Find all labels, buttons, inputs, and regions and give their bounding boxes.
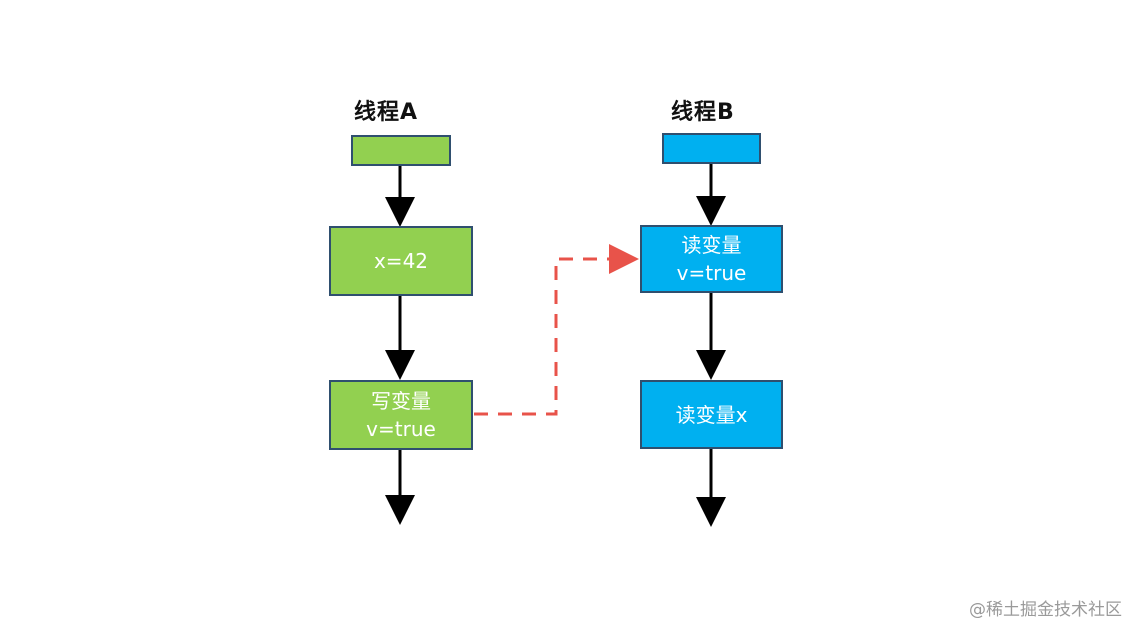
thread-b-read-v-box: 读变量 v=true [640,225,783,293]
thread-a-assign-text: x=42 [373,249,429,273]
thread-a-write-box: 写变量 v=true [329,380,473,450]
thread-a-title: 线程A [354,100,419,125]
thread-a-start-box [351,135,451,166]
thread-b-read-x-text: 读变量x [675,402,748,427]
thread-a-assign-box: x=42 [329,226,473,296]
thread-a-write-line-1: 写变量 [371,389,431,413]
watermark: @稀土掘金技术社区 [969,600,1122,620]
thread-b-read-x-box: 读变量x [640,380,783,449]
thread-b-read-v-line-1: 读变量 [681,233,742,257]
thread-a-write-line-2: v=true [366,417,436,441]
thread-b-start-box [662,133,761,164]
thread-b-read-v-line-2: v=true [676,261,747,285]
thread-b-title: 线程B [671,100,735,125]
dashed-sync-arrow [474,244,639,416]
